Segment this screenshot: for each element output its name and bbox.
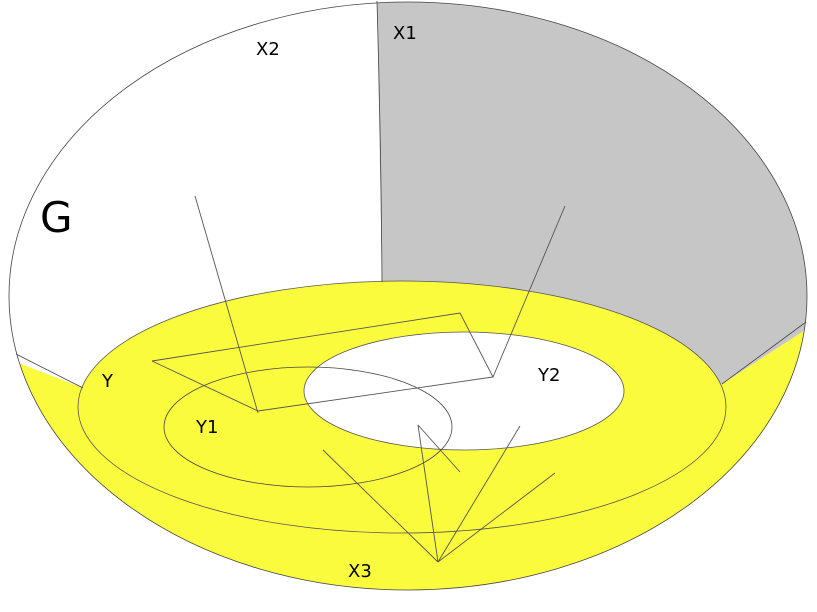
- label-x2: X2: [256, 39, 280, 60]
- edge-x2-y1: [194, 195, 259, 414]
- label-y2: Y2: [537, 365, 560, 386]
- edge-x3-e: [417, 424, 461, 473]
- region-y2-hole: [303, 331, 625, 451]
- edge-x1-y2: [492, 205, 566, 378]
- boundary-x1-x2: [376, 0, 383, 283]
- boundary-x2-x3: [15, 353, 84, 389]
- label-g: G: [40, 193, 73, 242]
- edge-loop: [151, 312, 494, 412]
- label-x3: X3: [348, 561, 372, 582]
- edge-x3-a: [322, 449, 439, 563]
- outer-ellipse-outline: [8, 1, 808, 591]
- edge-x3-d: [437, 472, 556, 563]
- label-y1: Y1: [195, 417, 218, 438]
- label-x1: X1: [393, 23, 417, 44]
- region-y1-outline: [163, 366, 453, 488]
- edge-x3-c: [437, 425, 521, 563]
- label-y: Y: [101, 371, 114, 392]
- edge-x3-b: [417, 424, 439, 563]
- boundary-x1-x3: [721, 321, 807, 385]
- graph-edges: [151, 195, 566, 563]
